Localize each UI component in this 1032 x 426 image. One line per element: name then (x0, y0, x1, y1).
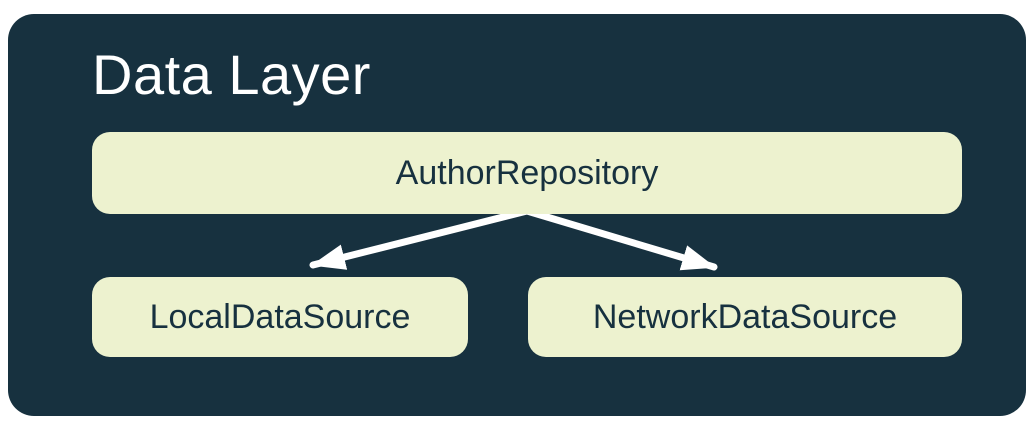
arrow-repository-to-network-icon (523, 207, 718, 271)
node-network-data-source: NetworkDataSource (528, 277, 962, 357)
node-local-data-source: LocalDataSource (92, 277, 468, 357)
diagram-title: Data Layer (92, 43, 371, 106)
arrow-repository-to-local-icon (309, 207, 531, 270)
data-layer-card: Data Layer AuthorRepository LocalDataSou… (8, 14, 1026, 416)
node-local-data-source-label: LocalDataSource (149, 297, 411, 336)
node-author-repository-label: AuthorRepository (395, 153, 659, 192)
node-author-repository: AuthorRepository (92, 132, 962, 214)
node-network-data-source-label: NetworkDataSource (592, 297, 898, 336)
